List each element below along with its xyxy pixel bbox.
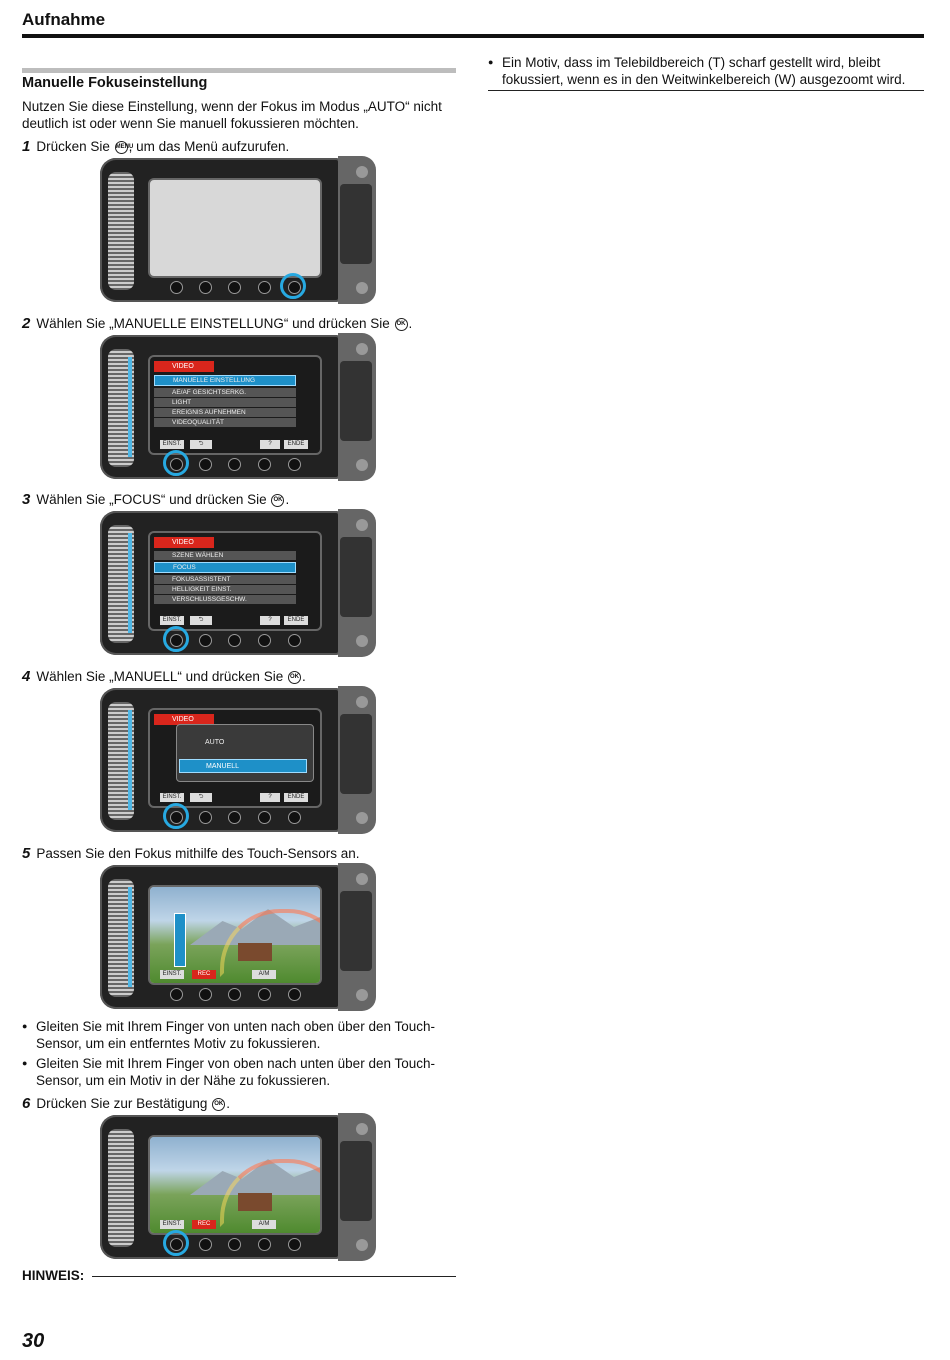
focus-slider [174, 913, 186, 967]
camera-illustration-2: VIDEO MANUELLE EINSTELLUNG AE/AF GESICHT… [100, 333, 376, 481]
page-header-title: Aufnahme [22, 10, 106, 29]
highlight-ring [163, 1230, 189, 1256]
menu-button-icon: MENU [114, 140, 133, 154]
intro-text: Nutzen Sie diese Einstellung, wenn der F… [22, 99, 442, 131]
camera-illustration-3: VIDEO SZENE WÄHLEN FOCUS FOKUSASSISTENT … [100, 509, 376, 657]
ok-button-icon: OK [212, 1097, 226, 1111]
ok-button-icon: OK [394, 317, 408, 331]
bullet-far-focus: Gleiten Sie mit Ihrem Finger von unten n… [22, 1018, 456, 1052]
section-bar [22, 68, 456, 73]
hinweis-label: HINWEIS: [22, 1268, 85, 1283]
ok-button-icon: OK [271, 493, 285, 507]
highlight-ring [163, 450, 189, 476]
camera-screen-blank [148, 178, 322, 278]
right-rule [488, 90, 924, 91]
camera-illustration-4: VIDEO AUTO MANUELL EINST. ⮌ ? ENDE [100, 686, 376, 834]
section-title: Manuelle Fokuseinstellung [22, 75, 208, 91]
camera-illustration-1 [100, 156, 376, 304]
right-note: Ein Motiv, dass im Telebildbereich (T) s… [488, 54, 932, 88]
highlight-ring [163, 803, 189, 829]
camera-illustration-6: EINST. REC A/M [100, 1113, 376, 1261]
header-rule [22, 34, 924, 38]
page-number: 30 [22, 1330, 45, 1352]
hinweis-rule [92, 1276, 456, 1277]
highlight-ring [280, 273, 306, 299]
highlight-ring [163, 626, 189, 652]
camera-illustration-5: EINST. REC A/M [100, 863, 376, 1011]
step-number: 1 [22, 138, 31, 155]
ok-button-icon: OK [287, 670, 301, 684]
bullet-near-focus: Gleiten Sie mit Ihrem Finger von oben na… [22, 1055, 456, 1089]
